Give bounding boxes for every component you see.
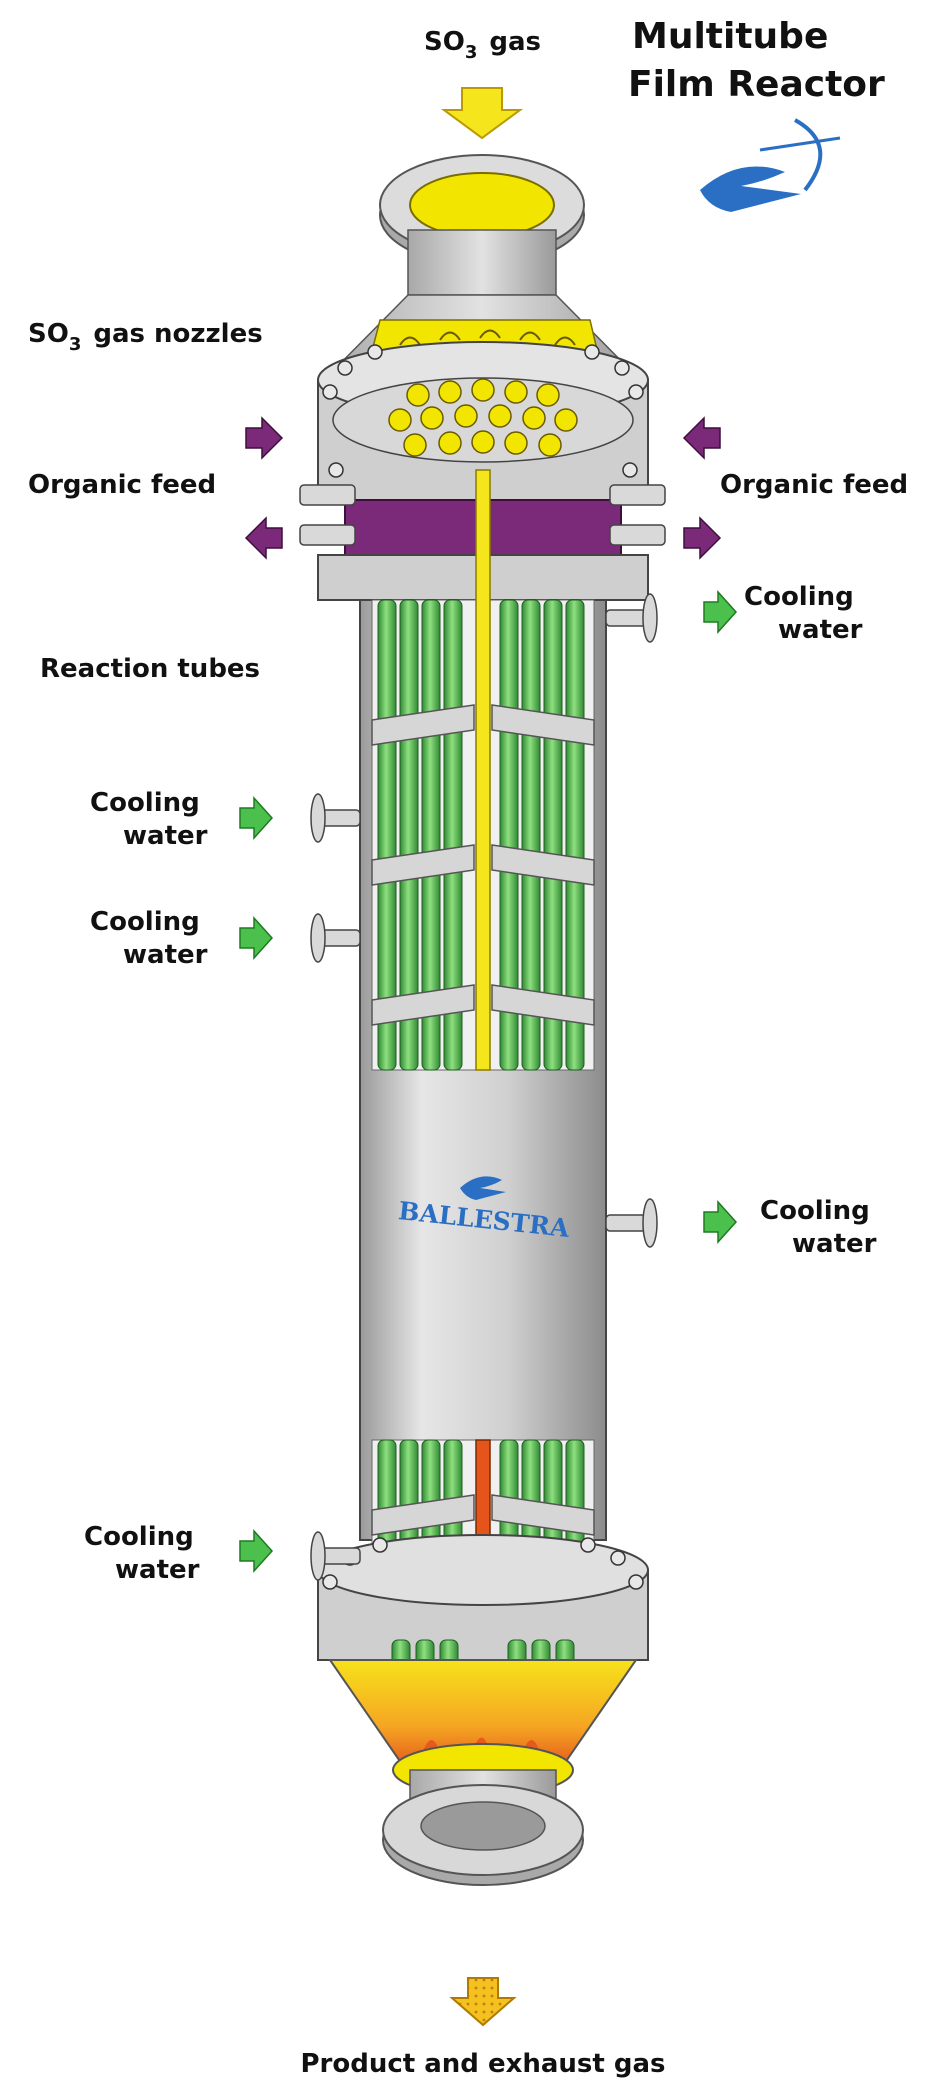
cooling-water-label-1: Cooling water: [744, 582, 863, 645]
bottom-outlet-flange: [382, 1769, 584, 1886]
diagram-title: Multitube Film Reactor: [628, 16, 885, 105]
cooling-water-label-4: Cooling water: [760, 1196, 877, 1259]
cooling-water-label-3: Cooling water: [90, 907, 208, 970]
feed-arrow-icon: [244, 416, 722, 560]
archer-logo-icon: [460, 1176, 506, 1200]
water-arrow-icon: [239, 590, 738, 1573]
reaction-tubes-upper: [371, 469, 595, 1071]
organic-feed-left-label: Organic feed: [28, 470, 216, 500]
svg-text:Cooling: Cooling: [90, 788, 200, 818]
svg-text:Cooling: Cooling: [744, 582, 854, 612]
cooling-water-label-5: Cooling water: [84, 1522, 200, 1585]
cooling-water-label-2: Cooling water: [90, 788, 208, 851]
organic-feed-right-label: Organic feed: [720, 470, 908, 500]
archer-logo-icon: [700, 118, 841, 212]
svg-text:water: water: [115, 1555, 200, 1585]
feed-distribution-chamber: [299, 484, 666, 601]
top-inlet-flange: [379, 154, 585, 296]
svg-text:Cooling: Cooling: [84, 1522, 194, 1552]
title-line-1: Multitube: [632, 16, 828, 57]
svg-text:Cooling: Cooling: [760, 1196, 870, 1226]
reaction-tubes-label: Reaction tubes: [40, 654, 260, 684]
title-line-2: Film Reactor: [628, 64, 885, 105]
svg-text:water: water: [792, 1229, 877, 1259]
svg-text:water: water: [778, 615, 863, 645]
lower-tube-sheet: [317, 1534, 649, 1701]
product-exhaust-label: Product and exhaust gas: [300, 2049, 665, 2079]
inlet-arrow-icon: [440, 87, 524, 140]
outlet-arrow-icon: [449, 1977, 517, 2027]
svg-text:water: water: [123, 940, 208, 970]
cooling-water-nozzles: [310, 593, 658, 1581]
svg-text:Cooling: Cooling: [90, 907, 200, 937]
svg-text:water: water: [123, 821, 208, 851]
